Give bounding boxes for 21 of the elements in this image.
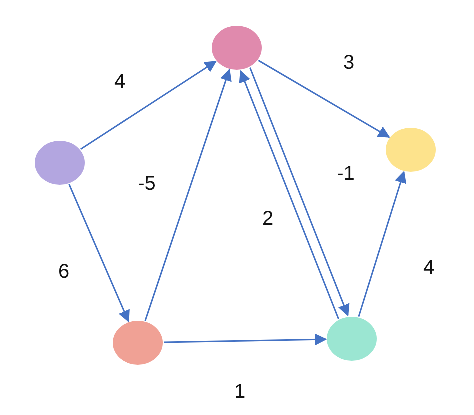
arrow: [68, 184, 130, 323]
circle-node: [327, 317, 377, 361]
edge-label: -1: [337, 164, 355, 184]
arrow: [250, 68, 350, 317]
edge-label: 6: [58, 262, 70, 282]
circle-node: [113, 321, 163, 365]
circle-node: [35, 141, 85, 185]
circle-node: [386, 128, 436, 172]
arrow: [258, 60, 390, 138]
edge-label: -5: [138, 174, 156, 194]
edge-label: 1: [234, 382, 246, 402]
arrow: [144, 68, 232, 322]
arrow: [358, 171, 407, 318]
arrow: [239, 70, 340, 320]
edge-label: 4: [114, 72, 126, 92]
edge-label: 2: [262, 209, 274, 229]
arrow: [80, 60, 218, 150]
edge-label: 3: [343, 53, 355, 73]
edge-label: 4: [423, 258, 435, 278]
circle-node: [212, 26, 262, 70]
arrow: [164, 334, 328, 346]
